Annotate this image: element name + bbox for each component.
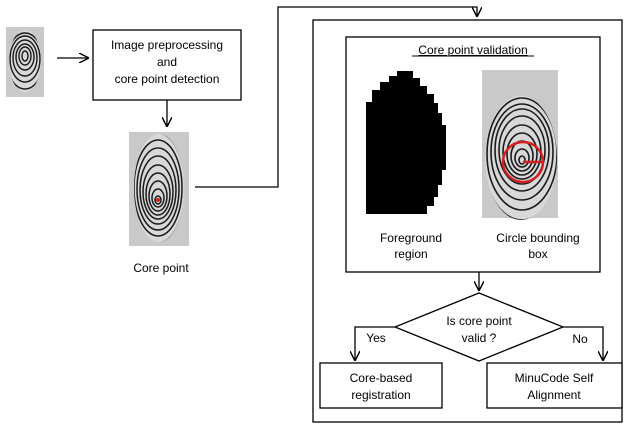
minucode-line2: Alignment (527, 388, 581, 402)
core-registration-line2: registration (351, 388, 410, 402)
minucode-line1: MinuCode Self (515, 371, 594, 385)
minucode-alignment-box: MinuCode Self Alignment (486, 362, 623, 409)
core-point-marker (156, 198, 160, 202)
validation-title: Core point validation (418, 43, 527, 57)
preprocess-label-line1: Image preprocessing (111, 38, 223, 52)
circle-label-line1: Circle bounding (496, 231, 579, 245)
foreground-mask-image (366, 71, 446, 214)
preprocess-box: Image preprocessing and core point detec… (92, 29, 242, 101)
yes-label: Yes (366, 331, 386, 345)
foreground-label-line2: region (394, 247, 427, 261)
connector-core-to-validation (195, 6, 477, 188)
decision-label-line1: Is core point (446, 314, 512, 328)
input-fingerprint-image (6, 27, 44, 97)
validation-process-frame (312, 19, 623, 423)
core-registration-box: Core-based registration (319, 362, 443, 409)
decision-label-line2: valid ? (462, 331, 497, 345)
core-registration-line1: Core-based (350, 371, 413, 385)
no-label: No (572, 332, 588, 346)
core-point-fingerprint-image (129, 132, 189, 246)
foreground-label-line1: Foreground (380, 231, 442, 245)
decision-diamond: Is core point valid ? (393, 292, 565, 362)
arrow-no-branch (563, 326, 603, 360)
arrow-yes-branch (355, 326, 395, 360)
circle-bounding-fingerprint-image (482, 70, 558, 220)
preprocess-label-line3: core point detection (115, 72, 220, 86)
preprocess-label-line2: and (157, 55, 177, 69)
core-point-caption: Core point (133, 261, 189, 275)
core-point-validation-panel: Core point validation Foreground region (345, 36, 601, 273)
circle-label-line2: box (528, 247, 547, 261)
